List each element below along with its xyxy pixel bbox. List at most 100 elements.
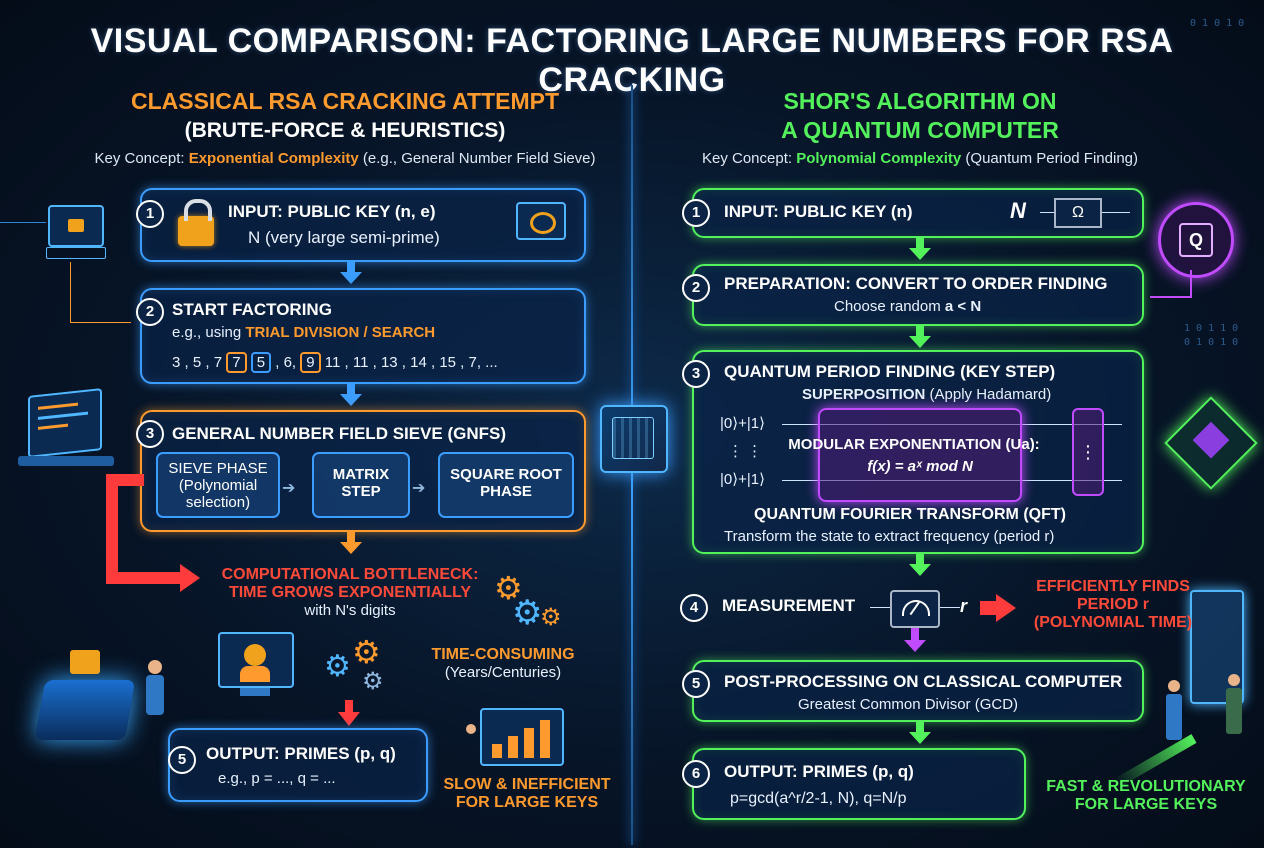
left-step3-box: 3 GENERAL NUMBER FIELD SIEVE (GNFS) SIEV…: [136, 410, 586, 532]
period-r: r: [960, 596, 968, 616]
right-key-concept: Key Concept: Polynomial Complexity (Quan…: [701, 150, 1138, 167]
person-icon: [466, 724, 476, 734]
oracle-gate-icon: Ω: [1054, 198, 1102, 228]
left-step2-box: 2 START FACTORING e.g., using TRIAL DIVI…: [136, 288, 586, 384]
step-number: 2: [682, 274, 710, 302]
superposition-text: SUPERPOSITION (Apply Hadamard): [802, 386, 1052, 403]
arrow-right-icon: [180, 564, 200, 592]
red-arrow-segment: [106, 572, 182, 584]
person-body: [1226, 688, 1242, 734]
binary-decoration: 1 0 1 1 0 0 1 0 1 0: [1184, 323, 1239, 348]
left-step2-label: START FACTORING: [172, 300, 332, 319]
step-number: 5: [168, 746, 196, 774]
right-step2-box: 2 PREPARATION: CONVERT TO ORDER FINDING …: [682, 264, 1144, 326]
tools-laptop-icon: [516, 202, 566, 240]
lock-icon: [70, 650, 100, 674]
arrow-down-icon: [340, 272, 362, 284]
person-icon: [148, 660, 162, 674]
arrow-down-icon: [340, 394, 362, 406]
secure-chip-icon: [34, 680, 136, 740]
left-step5-box: 5 OUTPUT: PRIMES (p, q) e.g., p = ..., q…: [168, 728, 428, 802]
right-step5-sub: Greatest Common Divisor (GCD): [798, 696, 1019, 713]
right-subheading: A QUANTUM COMPUTER: [781, 117, 1059, 143]
sieve-phase-box: SIEVE PHASE (Polynomial selection): [156, 452, 280, 518]
step-number: 2: [136, 298, 164, 326]
q-label: Q: [1179, 223, 1213, 257]
step-number: 6: [682, 760, 710, 788]
person-body: [1166, 694, 1182, 740]
left-step2-sub: e.g., using TRIAL DIVISION / SEARCH: [172, 324, 436, 341]
square-root-phase-box: SQUARE ROOT PHASE: [438, 452, 574, 518]
arrow-down-icon: [909, 732, 931, 744]
trial-division-sequence: 3 , 5 , 7 7 5 , 6, 9 11 , 11 , 13 , 14 ,…: [172, 352, 498, 373]
left-subheading: (BRUTE-FORCE & HEURISTICS): [184, 119, 506, 142]
step-number: 1: [136, 200, 164, 228]
gear-icon: ⚙: [362, 668, 384, 695]
gear-icon: ⚙: [512, 594, 543, 632]
step-number: 4: [680, 594, 708, 622]
arrow-down-icon: [909, 336, 931, 348]
right-step2-label: PREPARATION: CONVERT TO ORDER FINDING: [724, 274, 1108, 293]
matrix-step-box: MATRIX STEP: [312, 452, 410, 518]
right-step5-box: 5 POST-PROCESSING ON CLASSICAL COMPUTER …: [682, 660, 1144, 722]
right-step5-label: POST-PROCESSING ON CLASSICAL COMPUTER: [724, 672, 1123, 691]
step-number: 3: [136, 420, 164, 448]
gear-icon: ⚙: [324, 650, 351, 683]
binary-decoration: 0 1 0 1 0: [1190, 18, 1245, 29]
padlock-icon: [178, 199, 214, 246]
left-verdict: SLOW & INEFFICIENT FOR LARGE KEYS: [443, 776, 611, 811]
page-title: VISUAL COMPARISON: FACTORING LARGE NUMBE…: [90, 22, 1174, 99]
measurement-meter-icon: [890, 590, 940, 628]
modular-exponentiation-gate: MODULAR EXPONENTIATION (Ua): f(x) = aˣ m…: [788, 408, 1040, 502]
arrow-stem: [347, 262, 355, 274]
arrow-down-icon: [340, 542, 362, 554]
left-step5-label: OUTPUT: PRIMES (p, q): [206, 744, 396, 763]
keyboard-icon: [46, 247, 106, 259]
gear-icon: ⚙: [540, 604, 562, 631]
arrow-stem: [916, 326, 924, 336]
right-verdict: FAST & REVOLUTIONARY FOR LARGE KEYS: [1046, 778, 1246, 813]
arrow-down-icon: [338, 712, 360, 726]
right-step3-box: 3 QUANTUM PERIOD FINDING (KEY STEP) SUPE…: [682, 350, 1144, 554]
person-icon: [1228, 674, 1240, 686]
arrow-down-icon: [909, 248, 931, 260]
qft-label: QUANTUM FOURIER TRANSFORM (QFT): [754, 506, 1066, 523]
modexp-function: f(x) = aˣ mod N: [867, 458, 973, 475]
qubit-ket: |0⟩+|1⟩: [720, 415, 765, 432]
right-step6-sub: p=gcd(a^r/2-1, N), q=N/p: [730, 790, 907, 807]
arrow-right-icon: [996, 594, 1016, 622]
left-key-concept: Key Concept: Exponential Complexity (e.g…: [94, 150, 596, 167]
measurement-label: MEASUREMENT: [722, 596, 856, 615]
right-step6-box: 6 OUTPUT: PRIMES (p, q) p=gcd(a^r/2-1, N…: [682, 748, 1026, 820]
modexp-label: MODULAR EXPONENTIATION (Ua):: [788, 436, 1040, 453]
gear-icon: ⚙: [352, 634, 381, 670]
gear-icon: ⚙: [494, 570, 523, 606]
left-step1-label: INPUT: PUBLIC KEY (n, e): [228, 202, 436, 221]
person-body: [146, 675, 164, 715]
qft-sub: Transform the state to extract frequency…: [724, 528, 1055, 545]
qft-gate: ⋮: [1072, 408, 1104, 496]
step-number: 1: [682, 199, 710, 227]
circuit-line: [1150, 270, 1192, 298]
left-step5-sub: e.g., p = ..., q = ...: [218, 770, 336, 787]
arrow-stem: [347, 532, 355, 544]
bottleneck-text: COMPUTATIONAL BOTTLENECK: TIME GROWS EXP…: [221, 566, 479, 619]
processor-chip-icon: [600, 405, 668, 473]
right-step1-label: INPUT: PUBLIC KEY (n): [724, 202, 913, 221]
laptop-code-icon: [28, 388, 102, 458]
right-step1-box: 1 INPUT: PUBLIC KEY (n) N Ω: [682, 188, 1144, 238]
right-step3-label: QUANTUM PERIOD FINDING (KEY STEP): [724, 362, 1056, 381]
qubit-ket: |0⟩+|1⟩: [720, 471, 765, 488]
red-arrow-segment: [980, 601, 998, 615]
arrow-stem: [347, 384, 355, 396]
time-consuming-text: TIME-CONSUMING (Years/Centuries): [431, 646, 575, 681]
qubit-dots: ⋮ ⋮: [728, 443, 763, 460]
step-number: 5: [682, 670, 710, 698]
right-step2-sub: Choose random a < N: [834, 298, 982, 315]
computer-lock-icon: [48, 205, 104, 247]
person-icon: [1168, 680, 1180, 692]
arrow-right-icon: ➔: [282, 480, 296, 497]
left-heading: CLASSICAL RSA CRACKING ATTEMPT: [130, 88, 560, 114]
arrow-right-icon: ➔: [412, 480, 426, 497]
circuit-line: [0, 222, 46, 223]
